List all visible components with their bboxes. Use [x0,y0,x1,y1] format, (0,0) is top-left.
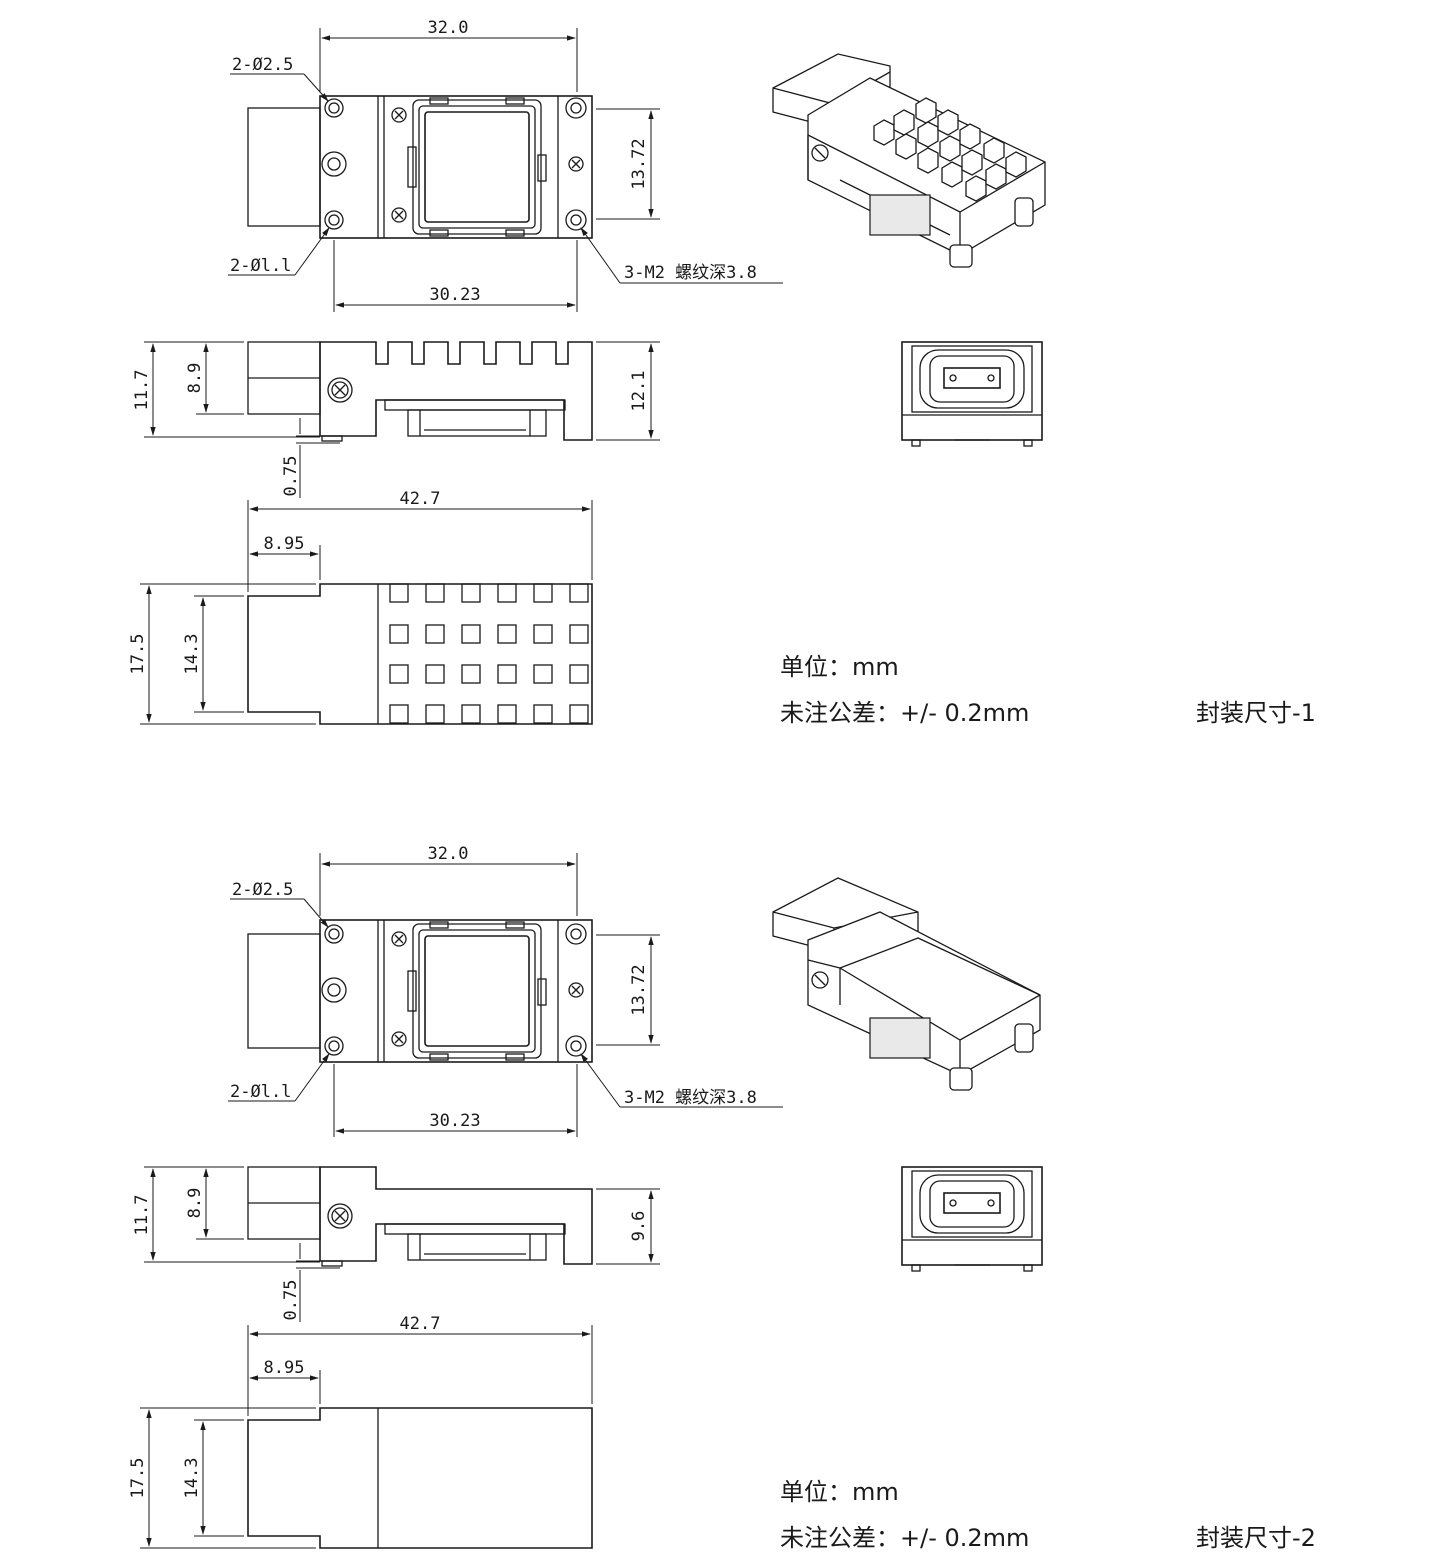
side-view-1: 11.7 8.9 12.1 0.75 [132,341,660,498]
label-hole-11: 2-Øl.l [230,1082,291,1102]
label-hole-11: 2-Øl.l [230,256,291,276]
screw-icon [321,923,587,1057]
bottom-view-2: 42.7 8.95 17.5 14.3 [128,1314,593,1549]
tolerance-note: 未注公差：+/- 0.2mm [780,699,1029,727]
dim-height-89: 8.9 [185,363,205,394]
notes-2: 单位：mm 未注公差：+/- 0.2mm 封装尺寸-2 [780,1478,1316,1552]
dim-height-175: 17.5 [128,634,148,675]
dim-width-32: 32.0 [428,18,469,38]
dim-length-427: 42.7 [400,1314,441,1334]
heatsink-fins-iso [873,97,1027,202]
dim-length-427: 42.7 [400,489,441,509]
unit-note: 单位：mm [780,1478,899,1506]
drawing-title: 封装尺寸-2 [1196,1524,1316,1552]
dim-height-117: 11.7 [132,1195,152,1236]
drawing-title: 封装尺寸-1 [1196,699,1316,727]
dim-length-895: 8.95 [264,534,305,554]
unit-note: 单位：mm [780,653,899,681]
dim-gap-075: 0.75 [281,1280,301,1321]
bottom-view-1: 42.7 8.95 17.5 14.3 [128,489,593,725]
screw-icon [327,1203,353,1229]
screw-icon [327,377,353,403]
label-thread: 3-M2 螺纹深3.8 [624,1088,757,1108]
section-1: 32.0 2-Ø2.5 2-Øl.l 3-M2 螺纹深3.8 30.23 13.… [128,18,1316,727]
dim-height-1372: 13.72 [629,964,649,1015]
side-view-2: 11.7 8.9 9.6 0.75 [132,1166,660,1322]
dim-height-143: 14.3 [182,634,202,675]
top-view-2: 32.0 2-Ø2.5 2-Øl.l 3-M2 螺纹深3.8 30.23 13.… [228,844,783,1137]
label-hole-25: 2-Ø2.5 [232,880,293,900]
label-hole-25: 2-Ø2.5 [232,55,293,75]
screw-icon [321,97,587,231]
label-thread: 3-M2 螺纹深3.8 [624,263,757,283]
tolerance-note: 未注公差：+/- 0.2mm [780,1524,1029,1552]
notes-1: 单位：mm 未注公差：+/- 0.2mm 封装尺寸-1 [780,653,1316,727]
front-view-1 [901,341,1043,447]
dim-height-117: 11.7 [132,370,152,411]
section-2: 32.0 2-Ø2.5 2-Øl.l 3-M2 螺纹深3.8 30.23 13.… [128,844,1316,1552]
heatsink-pin-grid [389,583,589,724]
isometric-view-2 [772,877,1041,1091]
dim-width-3023: 30.23 [429,1111,480,1131]
dim-length-895: 8.95 [264,1358,305,1378]
dim-height-175: 17.5 [128,1458,148,1499]
dim-height-89: 8.9 [185,1188,205,1219]
dim-height-143: 14.3 [182,1458,202,1499]
dim-width-3023: 30.23 [429,285,480,305]
dim-height-1372: 13.72 [629,138,649,189]
screw-icon [811,144,829,162]
dim-gap-075: 0.75 [281,456,301,497]
dim-width-32: 32.0 [428,844,469,864]
dim-height-right: 12.1 [629,371,649,412]
top-view-1: 32.0 2-Ø2.5 2-Øl.l 3-M2 螺纹深3.8 30.23 13.… [228,18,783,312]
front-view-2 [901,1166,1043,1272]
dim-height-right: 9.6 [629,1211,649,1242]
isometric-view-1 [772,53,1046,268]
screw-icon [811,971,829,989]
